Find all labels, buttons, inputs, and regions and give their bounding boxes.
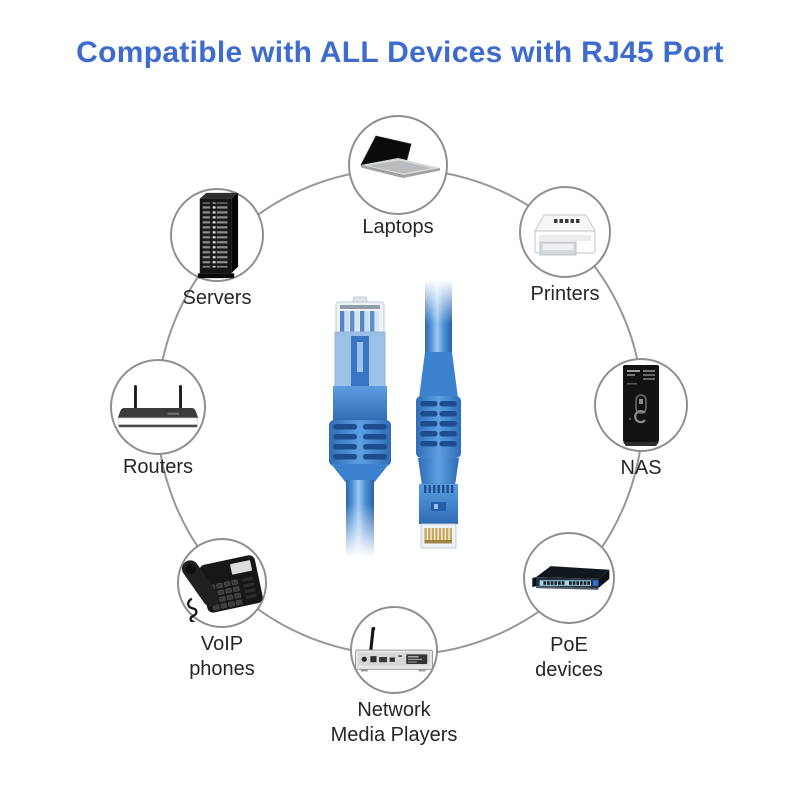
device-label: VoIP phones (102, 632, 342, 682)
device-node-servers: Servers (170, 188, 264, 309)
device-node-voip-phones: VoIP phones (177, 538, 267, 680)
printer-icon (534, 214, 596, 256)
device-circle (594, 358, 688, 452)
server-icon (197, 192, 239, 279)
device-circle (350, 606, 438, 694)
page-title: Compatible with ALL Devices with RJ45 Po… (76, 36, 724, 69)
media-player-icon (355, 626, 433, 672)
nas-icon (623, 365, 659, 446)
device-circle (523, 532, 615, 624)
device-label-line: Media Players (330, 724, 458, 746)
voip-phone-icon (181, 555, 263, 622)
device-label: NAS (521, 456, 761, 481)
laptop-icon (360, 135, 440, 178)
device-circle (519, 186, 611, 278)
device-circle (177, 538, 267, 628)
device-label-line: phones (189, 658, 255, 680)
device-label-line: VoIP (200, 633, 244, 655)
device-circle (170, 188, 264, 282)
device-label: Network Media Players (274, 698, 514, 748)
router-icon (117, 384, 199, 428)
device-label-line: Laptops (362, 216, 434, 238)
rj45-cable-pair-icon (329, 272, 461, 566)
device-node-nas: NAS (594, 358, 688, 479)
device-label-line: Routers (122, 456, 194, 478)
device-node-routers: Routers (110, 359, 206, 478)
device-label: PoE devices (449, 633, 689, 683)
device-label-line: devices (535, 659, 603, 681)
device-label: Laptops (278, 215, 518, 240)
device-label: Printers (445, 282, 685, 307)
device-node-laptops: Laptops (348, 115, 448, 238)
poe-switch-icon (532, 566, 610, 590)
device-label-line: Servers (182, 287, 252, 309)
device-circle (110, 359, 206, 455)
device-label-line: Printers (530, 283, 600, 305)
device-label: Servers (97, 286, 337, 311)
device-label-line: NAS (620, 457, 662, 479)
device-label-line: Network (357, 699, 431, 721)
device-node-poe-devices: PoE devices (523, 532, 615, 681)
device-node-printers: Printers (519, 186, 611, 305)
device-label-line: PoE (550, 634, 588, 656)
device-label: Routers (38, 455, 278, 480)
device-node-network-media-players: Network Media Players (331, 606, 457, 746)
device-circle (348, 115, 448, 215)
